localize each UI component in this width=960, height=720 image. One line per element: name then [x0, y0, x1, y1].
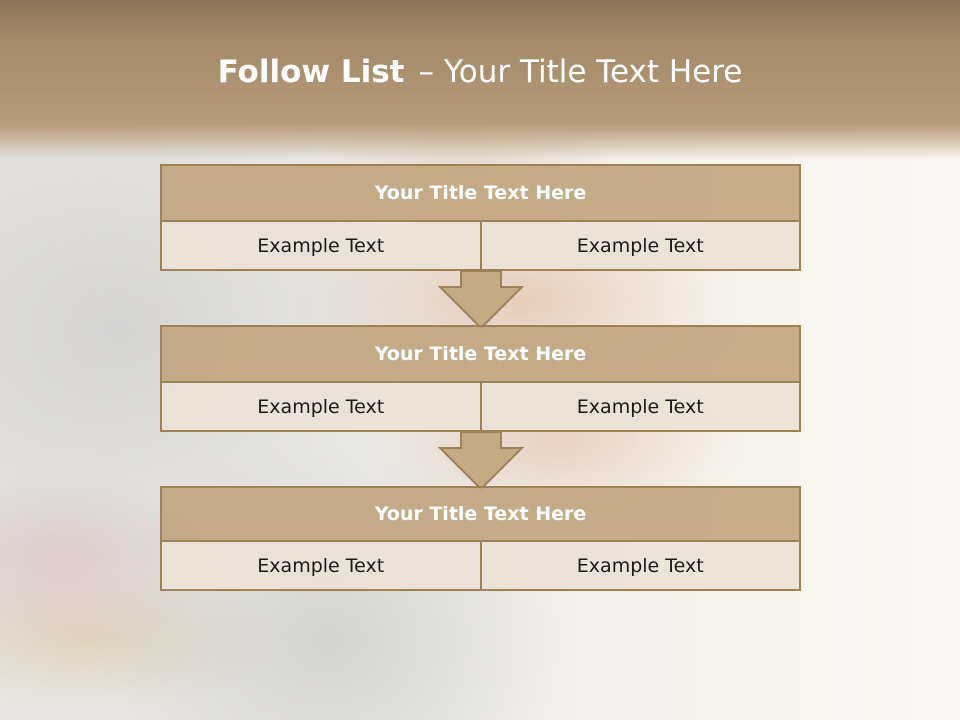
block-title: Your Title Text Here	[160, 164, 801, 222]
title-lead: Follow List	[217, 54, 405, 90]
block-row: Example Text Example Text	[160, 222, 801, 271]
block-row: Example Text Example Text	[160, 542, 801, 591]
list-block-3: Your Title Text Here Example Text Exampl…	[160, 486, 801, 591]
down-arrow-icon	[438, 432, 524, 490]
block-cell-left: Example Text	[160, 222, 482, 271]
list-block-1: Your Title Text Here Example Text Exampl…	[160, 164, 801, 271]
slide-title: Follow List–Your Title Text Here	[0, 54, 960, 90]
header-band	[0, 0, 960, 160]
block-cell-left: Example Text	[160, 542, 482, 591]
block-cell-right: Example Text	[481, 222, 801, 271]
block-cell-right: Example Text	[481, 542, 801, 591]
title-rest: Your Title Text Here	[443, 54, 743, 90]
block-title: Your Title Text Here	[160, 486, 801, 542]
list-block-2: Your Title Text Here Example Text Exampl…	[160, 325, 801, 432]
block-row: Example Text Example Text	[160, 383, 801, 432]
block-cell-right: Example Text	[481, 383, 801, 432]
block-title: Your Title Text Here	[160, 325, 801, 383]
down-arrow-icon	[438, 271, 524, 329]
block-cell-left: Example Text	[160, 383, 482, 432]
title-separator: –	[418, 54, 434, 90]
